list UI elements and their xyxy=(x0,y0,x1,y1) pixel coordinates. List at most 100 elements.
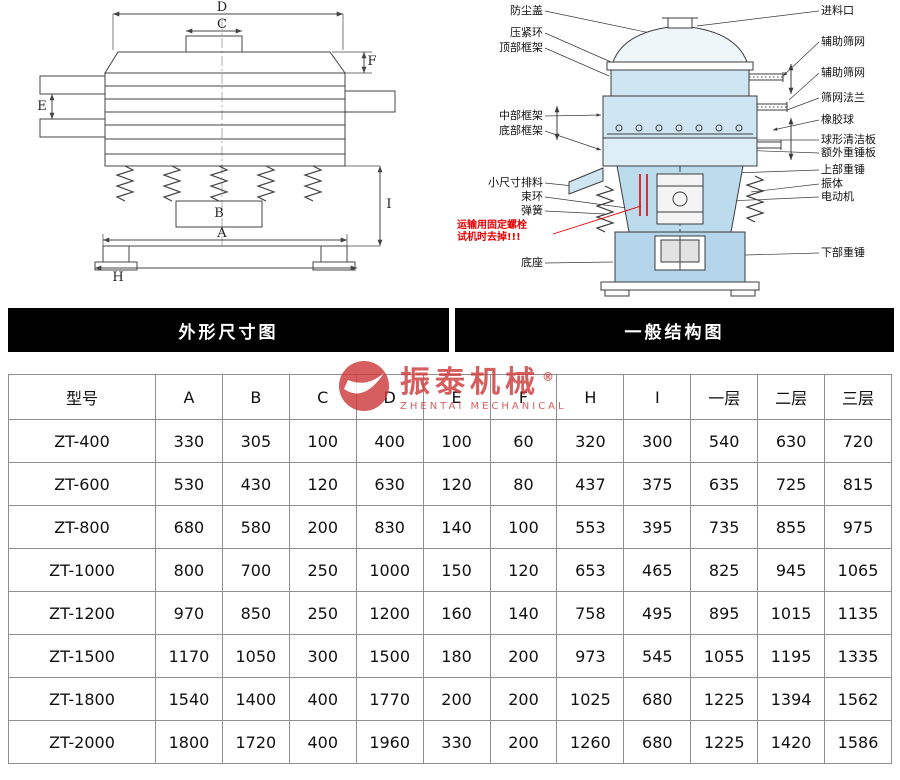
value-cell: 855 xyxy=(757,505,826,549)
value-cell: 1050 xyxy=(221,634,290,678)
value-cell: 530 xyxy=(155,462,223,506)
value-cell: 800 xyxy=(155,548,223,592)
dimension-drawing xyxy=(39,11,396,271)
model-cell: ZT-1200 xyxy=(8,591,156,635)
value-cell: 630 xyxy=(355,462,424,506)
callout-base: 底座 xyxy=(521,256,543,269)
col-header-b: B xyxy=(221,374,290,420)
transport-bolt-warning: 运输用固定螺栓 试机时去掉!!! xyxy=(457,220,553,244)
value-cell: 305 xyxy=(221,419,290,463)
value-cell: 975 xyxy=(824,505,892,549)
value-cell: 200 xyxy=(489,720,558,764)
value-cell: 150 xyxy=(422,548,491,592)
value-cell: 1055 xyxy=(690,634,759,678)
value-cell: 200 xyxy=(489,677,558,721)
value-cell: 945 xyxy=(757,548,826,592)
callout-top-frame: 顶部框架 xyxy=(499,41,543,54)
value-cell: 680 xyxy=(155,505,223,549)
value-cell: 540 xyxy=(690,419,759,463)
value-cell: 1225 xyxy=(690,677,759,721)
value-cell: 830 xyxy=(355,505,424,549)
value-cell: 430 xyxy=(221,462,290,506)
value-cell: 1420 xyxy=(757,720,826,764)
section-header-dimensions: 外形尺寸图 xyxy=(8,308,449,352)
dim-label-b: B xyxy=(214,206,224,221)
value-cell: 1170 xyxy=(155,634,223,678)
callout-rubber-ball: 橡胶球 xyxy=(821,113,854,126)
value-cell: 680 xyxy=(623,677,692,721)
value-cell: 250 xyxy=(288,591,357,635)
value-cell: 330 xyxy=(422,720,491,764)
value-cell: 635 xyxy=(690,462,759,506)
value-cell: 300 xyxy=(623,419,692,463)
value-cell: 120 xyxy=(489,548,558,592)
value-cell: 1015 xyxy=(757,591,826,635)
value-cell: 825 xyxy=(690,548,759,592)
value-cell: 120 xyxy=(422,462,491,506)
value-cell: 1500 xyxy=(355,634,424,678)
value-cell: 180 xyxy=(422,634,491,678)
value-cell: 700 xyxy=(221,548,290,592)
col-header-i: I xyxy=(623,374,692,420)
value-cell: 100 xyxy=(422,419,491,463)
value-cell: 1225 xyxy=(690,720,759,764)
callout-feed-inlet: 进料口 xyxy=(821,4,854,17)
callout-upper-weight: 上部重锤 xyxy=(821,163,865,176)
callout-dust-cover: 防尘盖 xyxy=(510,4,543,17)
value-cell: 725 xyxy=(757,462,826,506)
model-cell: ZT-1000 xyxy=(8,548,156,592)
value-cell: 140 xyxy=(422,505,491,549)
value-cell: 200 xyxy=(489,634,558,678)
value-cell: 1540 xyxy=(155,677,223,721)
value-cell: 100 xyxy=(288,419,357,463)
value-cell: 1394 xyxy=(757,677,826,721)
value-cell: 100 xyxy=(489,505,558,549)
dim-label-c: C xyxy=(217,17,227,32)
value-cell: 1960 xyxy=(355,720,424,764)
value-cell: 140 xyxy=(489,591,558,635)
dim-label-h: H xyxy=(112,270,124,285)
value-cell: 80 xyxy=(489,462,558,506)
dim-label-a: A xyxy=(217,226,227,241)
value-cell: 553 xyxy=(556,505,625,549)
value-cell: 60 xyxy=(489,419,558,463)
value-cell: 630 xyxy=(757,419,826,463)
callout-vibrating-body: 振体 xyxy=(821,177,843,190)
value-cell: 300 xyxy=(288,634,357,678)
callout-small-discharge: 小尺寸排料 xyxy=(488,176,543,189)
col-header-f: F xyxy=(489,374,558,420)
callout-motor: 电动机 xyxy=(821,190,854,203)
value-cell: 200 xyxy=(288,505,357,549)
value-cell: 1720 xyxy=(221,720,290,764)
dim-label-f: F xyxy=(367,54,377,69)
value-cell: 973 xyxy=(556,634,625,678)
value-cell: 970 xyxy=(155,591,223,635)
model-cell: ZT-1800 xyxy=(8,677,156,721)
col-header-d: D xyxy=(355,374,424,420)
model-cell: ZT-1500 xyxy=(8,634,156,678)
col-header-c: C xyxy=(288,374,357,420)
value-cell: 735 xyxy=(690,505,759,549)
value-cell: 1065 xyxy=(824,548,892,592)
value-cell: 1586 xyxy=(824,720,892,764)
col-header-tier2: 二层 xyxy=(757,374,826,420)
callout-ball-cleaning-plate: 球形清洁板 xyxy=(821,133,876,146)
callout-aux-screen-2: 辅助筛网 xyxy=(821,66,865,79)
value-cell: 1800 xyxy=(155,720,223,764)
value-cell: 1025 xyxy=(556,677,625,721)
callout-lower-weight: 下部重锤 xyxy=(821,246,865,259)
col-header-h: H xyxy=(556,374,625,420)
value-cell: 1260 xyxy=(556,720,625,764)
callout-spring: 弹簧 xyxy=(521,204,543,217)
value-cell: 465 xyxy=(623,548,692,592)
value-cell: 1400 xyxy=(221,677,290,721)
value-cell: 653 xyxy=(556,548,625,592)
